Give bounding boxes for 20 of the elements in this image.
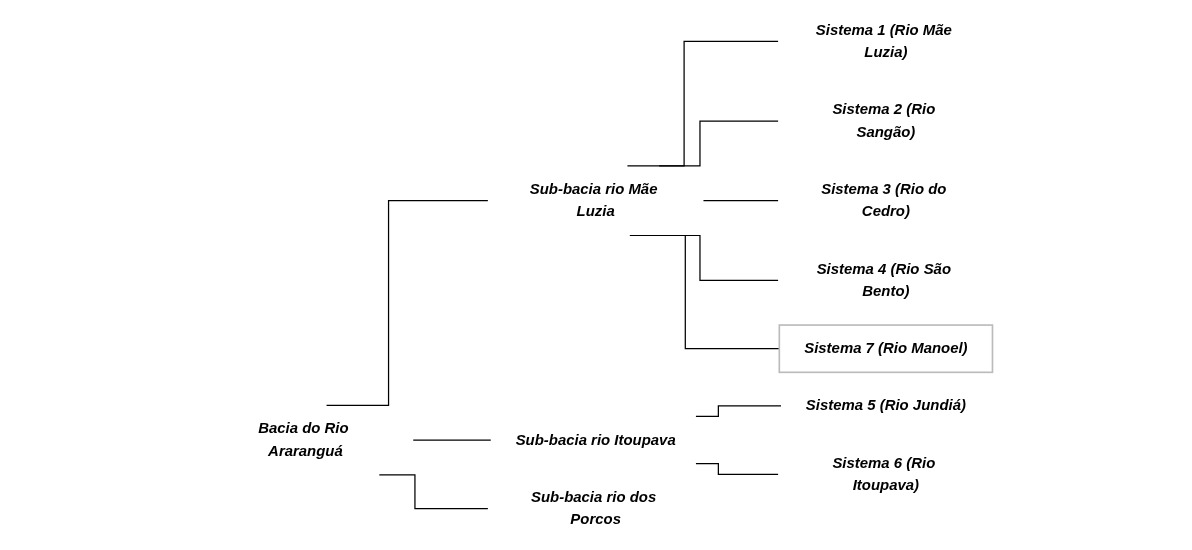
node-text: Sistema 6 (Rio Itoupava) <box>832 454 936 494</box>
connector <box>627 40 780 167</box>
node-box: Sistema 7 (Rio Manoel) <box>778 324 994 374</box>
node-text: Bacia do Rio Araranguá <box>258 420 349 460</box>
connector <box>412 439 492 441</box>
node-text: Sistema 4 (Rio São Bento) <box>816 260 952 300</box>
connector <box>658 120 780 167</box>
connector <box>695 463 780 475</box>
connector <box>326 200 489 406</box>
connector <box>695 405 782 418</box>
node-text: Sistema 5 (Rio Jundiá) <box>806 397 967 414</box>
node-text: Sistema 1 (Rio Mãe Luzia) <box>816 21 953 61</box>
connector <box>379 474 489 510</box>
node-text: Sub-bacia rio Itoupava <box>515 431 677 448</box>
node-text: Sistema 3 (Rio do Cedro) <box>821 180 947 220</box>
node-text: Sistema 2 (Rio Sangão) <box>832 101 936 141</box>
node-text: Sub-bacia rio dos Porcos <box>531 488 657 528</box>
connector <box>629 234 781 350</box>
node-text: Sub-bacia rio Mãe Luzia <box>530 180 658 220</box>
connector <box>703 200 780 202</box>
